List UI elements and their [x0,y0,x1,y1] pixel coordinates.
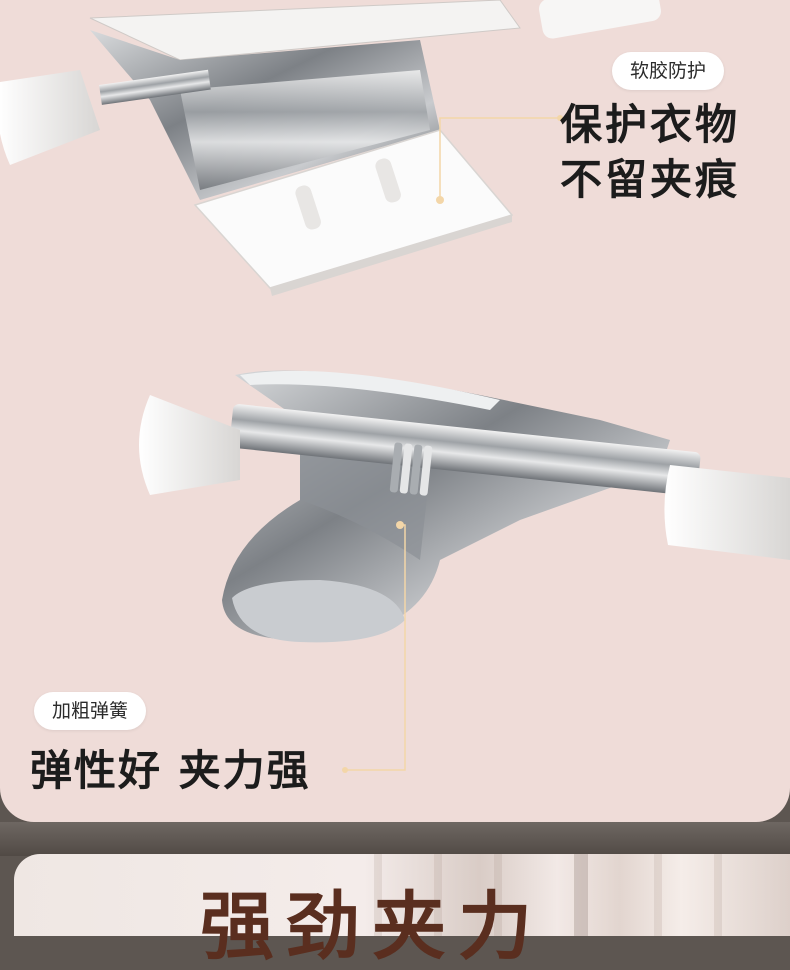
product-feature-panel: 软胶防护 保护衣物 不留夹痕 加粗弹簧 弹性好 夹力强 [0,0,790,822]
protect-clothes-headline: 保护衣物 [560,100,741,149]
no-clip-marks-headline: 不留夹痕 [560,155,741,204]
next-section-banner [14,854,790,936]
clip-soft-pad-illustration [0,0,790,773]
elastic-strong-grip-headline: 弹性好 夹力强 [30,746,311,795]
soft-pad-tag: 软胶防护 [612,52,725,90]
strong-clamping-title: 强劲夹力 [200,884,544,970]
thick-spring-tag: 加粗弹簧 [34,692,147,730]
section-divider [0,822,790,856]
